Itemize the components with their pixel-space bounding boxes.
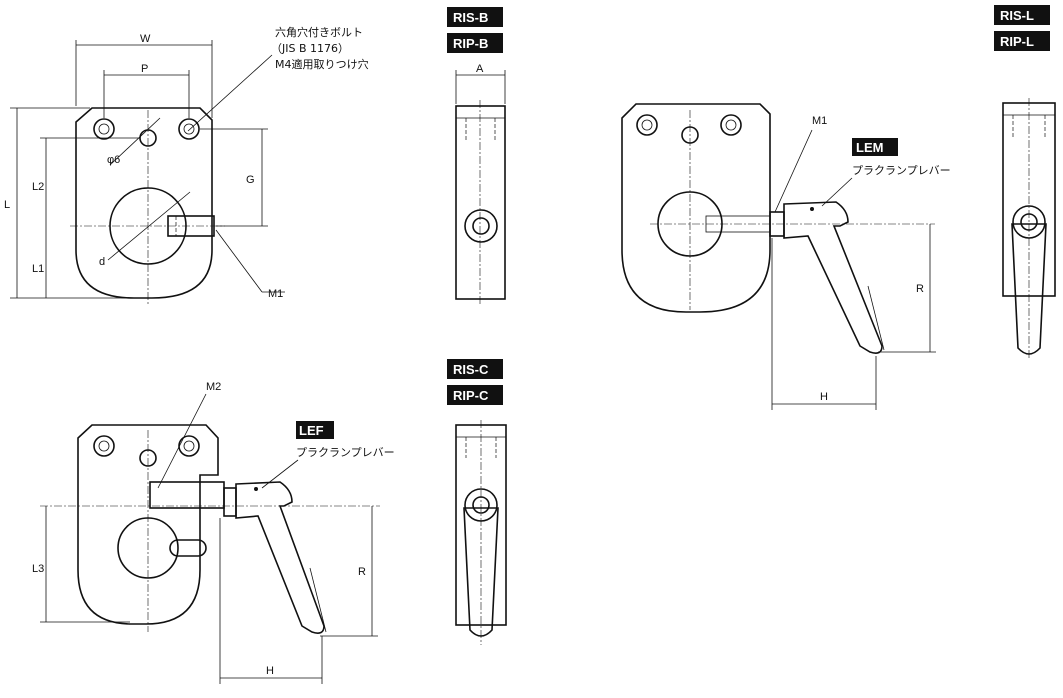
badge-ris-b: RIS-B xyxy=(447,7,503,27)
body-outline xyxy=(75,107,213,299)
svg-text:LEF: LEF xyxy=(299,423,324,438)
svg-text:RIP-C: RIP-C xyxy=(453,388,489,403)
dim-P: P xyxy=(141,63,148,75)
mount-hole-left xyxy=(93,118,115,140)
front-view-b: W P L L2 L1 G φ6 d M1 六角穴付きボルト （JIS B 11… xyxy=(4,25,369,305)
side-screw-head xyxy=(464,209,498,243)
svg-text:RIP-B: RIP-B xyxy=(453,36,488,51)
dim-d: d xyxy=(99,256,105,268)
bolt-note-line1: 六角穴付きボルト xyxy=(275,25,363,39)
dim-L2: L2 xyxy=(32,181,44,193)
side-lever-c xyxy=(463,507,499,637)
dim-H-l: H xyxy=(820,391,828,403)
dim-phi6: φ6 xyxy=(107,154,120,166)
badge-ris-l: RIS-L xyxy=(994,5,1050,25)
dim-M1-l: M1 xyxy=(812,115,827,127)
svg-text:RIS-L: RIS-L xyxy=(1000,8,1034,23)
lever-label-lef: プラクランプレバー xyxy=(296,446,395,459)
dim-R-l: R xyxy=(916,283,924,295)
badge-rip-b: RIP-B xyxy=(447,33,503,53)
svg-text:LEM: LEM xyxy=(856,140,883,155)
badge-ris-c: RIS-C xyxy=(447,359,503,379)
badge-lef: LEF xyxy=(296,421,334,439)
side-lever-l xyxy=(1011,223,1047,355)
dim-R-c: R xyxy=(358,566,366,578)
body-outline-l xyxy=(621,103,771,313)
clamp-lever-l xyxy=(783,201,883,354)
front-view-l: M1 R H LEM プラクランプレバー xyxy=(621,103,951,410)
badge-rip-l: RIP-L xyxy=(994,31,1050,51)
clamp-block-c xyxy=(149,481,225,509)
dim-G: G xyxy=(246,174,255,186)
svg-text:RIS-B: RIS-B xyxy=(453,10,488,25)
side-view-b: RIS-B RIP-B A xyxy=(447,7,506,305)
dim-L: L xyxy=(4,199,10,211)
side-view-c: RIS-C RIP-C xyxy=(447,359,507,645)
dim-A: A xyxy=(476,63,484,75)
front-view-c: L3 R H M2 LEF プラクランプレバー xyxy=(32,381,395,684)
dim-M2: M2 xyxy=(206,381,221,393)
badge-rip-c: RIP-C xyxy=(447,385,503,405)
clamp-lever-c xyxy=(235,481,325,634)
dim-M1-b: M1 xyxy=(268,288,283,300)
dim-L3: L3 xyxy=(32,563,44,575)
badge-lem: LEM xyxy=(852,138,898,156)
side-body xyxy=(455,105,506,300)
dim-L1: L1 xyxy=(32,263,44,275)
bolt-note-line3: M4適用取りつけ穴 xyxy=(275,57,369,71)
bolt-note-line2: （JIS B 1176） xyxy=(271,42,349,55)
svg-text:RIP-L: RIP-L xyxy=(1000,34,1034,49)
lever-label-lem: プラクランプレバー xyxy=(852,164,951,177)
body-outline-c xyxy=(77,424,219,625)
dim-H-c: H xyxy=(266,665,274,677)
dim-W: W xyxy=(140,33,151,45)
mount-hole-right xyxy=(178,118,200,140)
svg-text:RIS-C: RIS-C xyxy=(453,362,489,377)
side-view-l: RIS-L RIP-L xyxy=(994,5,1056,360)
